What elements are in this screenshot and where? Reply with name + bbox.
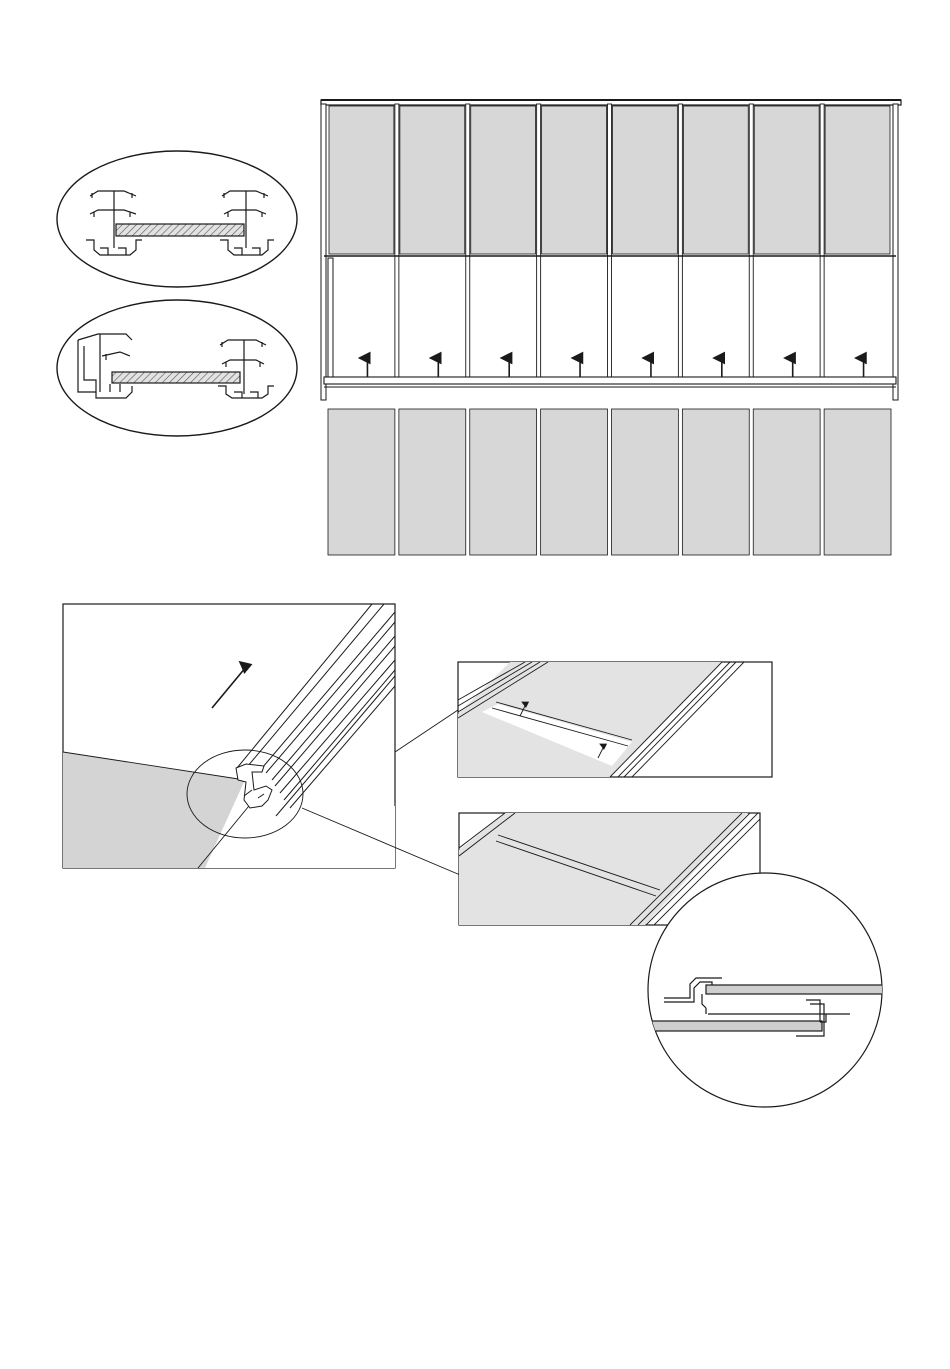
installed-panel	[825, 106, 890, 254]
profile-section-top	[57, 151, 297, 287]
installed-panel	[471, 106, 536, 254]
left-wall-channel	[328, 258, 333, 382]
loose-panel	[328, 409, 395, 555]
roof-frame-elevation	[321, 100, 901, 400]
panel-insert-view-upper	[458, 662, 772, 777]
loose-panel	[399, 409, 466, 555]
rafter-bar	[749, 104, 753, 382]
bottom-rail	[324, 377, 896, 384]
loose-panel	[753, 409, 820, 555]
loose-panel	[824, 409, 891, 555]
loose-panel	[470, 409, 537, 555]
rafter-bar	[537, 104, 541, 382]
left-post	[321, 104, 326, 400]
installed-panel	[754, 106, 819, 254]
installed-panel	[613, 106, 678, 254]
loose-panel	[612, 409, 679, 555]
installed-panel	[683, 106, 748, 254]
installed-panel	[542, 106, 607, 254]
right-post	[893, 104, 898, 400]
hatched-panel-section	[112, 372, 240, 383]
overlap-section-magnified	[648, 873, 886, 1107]
rafter-bar	[608, 104, 612, 382]
profile-section-bottom	[57, 300, 297, 436]
installed-panel	[329, 106, 394, 254]
rafter-bar	[466, 104, 470, 382]
loose-panels-row	[328, 409, 891, 555]
upper-panel-section	[706, 985, 886, 994]
installed-panel	[400, 106, 465, 254]
rafter-bar	[678, 104, 682, 382]
loose-panel	[541, 409, 608, 555]
rafter-bar	[395, 104, 399, 382]
loose-panel	[682, 409, 749, 555]
hatched-panel-section	[116, 224, 244, 236]
rafter-bar	[820, 104, 824, 382]
perspective-profile	[63, 604, 395, 868]
lower-panel-section	[648, 1021, 822, 1031]
